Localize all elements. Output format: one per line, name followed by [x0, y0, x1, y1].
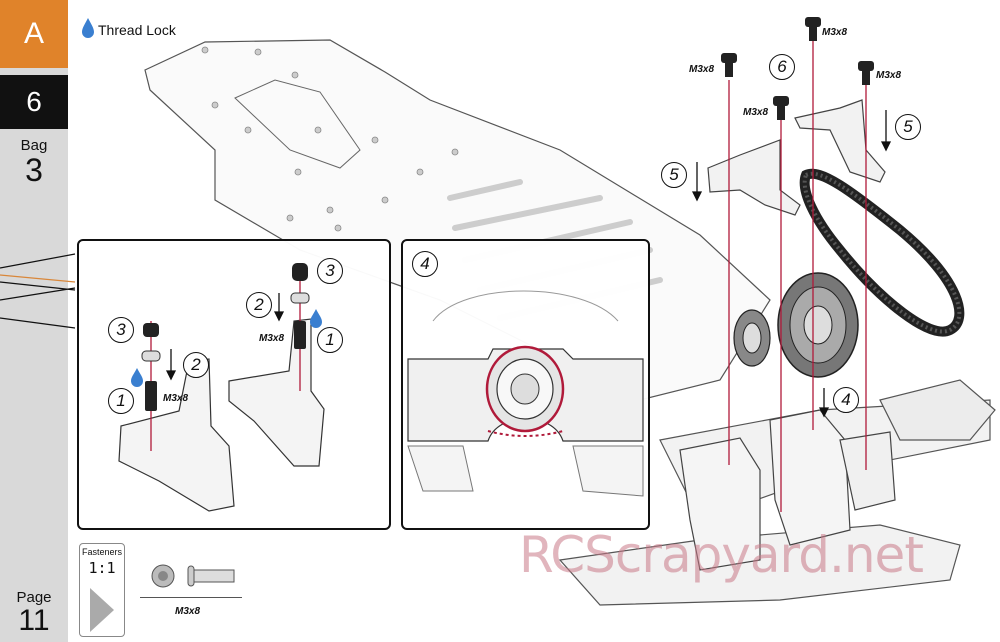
step-5-callout-left: 5: [661, 162, 687, 188]
screw-label-2: M3x8: [743, 107, 769, 118]
screw-label-1: M3x8: [689, 64, 715, 75]
step-4-callout: 4: [833, 387, 859, 413]
page-label: Page: [16, 589, 52, 606]
detail-b-step-1: 1: [317, 327, 343, 353]
bearing-detail-drawing: [407, 290, 644, 497]
detail-a-step-2: 2: [183, 352, 209, 378]
screw-label-4: M3x8: [876, 70, 902, 81]
step-tab: 6: [0, 75, 68, 129]
bag-label: Bag: [20, 137, 48, 154]
fasteners-card: Fasteners 1:1: [79, 543, 125, 637]
fasteners-title: Fasteners: [81, 547, 123, 557]
thread-lock-label: Thread Lock: [98, 22, 176, 38]
step-5-callout-right: 5: [895, 114, 921, 140]
detail-b-screw-label: M3x8: [259, 333, 285, 344]
fasteners-scale: 1:1: [88, 559, 116, 577]
detail-a-screw-label: M3x8: [163, 393, 189, 404]
detail-b-step-2: 2: [246, 292, 272, 318]
section-tab: A: [0, 0, 68, 68]
fastener-screw-label: M3x8: [175, 606, 201, 617]
screw-label-3: M3x8: [822, 27, 848, 38]
detail-a-step-1: 1: [108, 388, 134, 414]
detail-box-bearing: 4: [401, 239, 650, 530]
fastener-divider: [140, 597, 242, 598]
detail-a-step-3: 3: [108, 317, 134, 343]
detail-box-bulkheads: 3 2 1 M3x8 3 2 1 M3x8: [77, 239, 391, 530]
page-number: 11: [18, 604, 50, 637]
thread-lock-drop-icon: [82, 18, 94, 38]
watermark: RCScrapyard.net: [519, 526, 924, 584]
bag-number: 3: [25, 152, 43, 188]
play-triangle-icon: [90, 588, 114, 632]
detail-step-4: 4: [412, 251, 438, 277]
step-6-callout: 6: [769, 54, 795, 80]
bulkhead-detail-drawing: [118, 263, 325, 512]
detail-b-step-3: 3: [317, 258, 343, 284]
fastener-screw-icon: [151, 564, 235, 588]
sidebar: A 6 Bag 3 Page 11: [0, 0, 68, 642]
